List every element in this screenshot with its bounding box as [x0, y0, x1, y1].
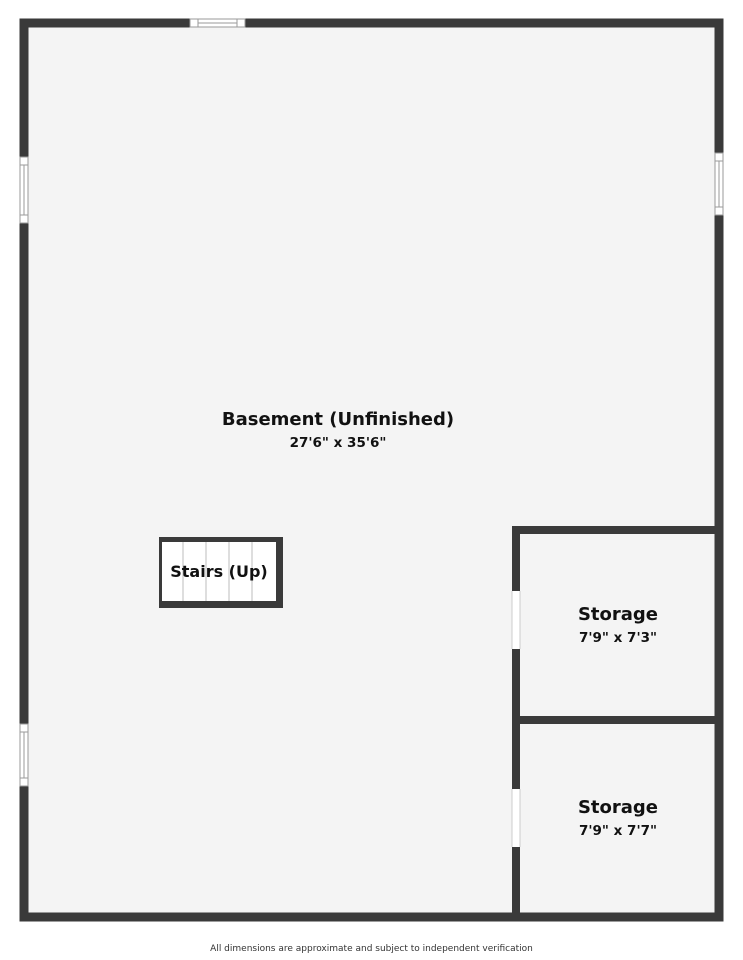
basement-room-dimensions: 27'6" x 35'6" — [290, 435, 387, 451]
storage-2-room-name: Storage — [578, 797, 658, 818]
outer-wall — [19, 18, 724, 922]
stairs: Stairs (Up) — [159, 537, 283, 608]
storage-1-room-name: Storage — [578, 604, 658, 625]
window-right — [714, 152, 724, 216]
dimensions-disclaimer: All dimensions are approximate and subje… — [210, 944, 533, 954]
storage-1-room-dimensions: 7'9" x 7'3" — [579, 630, 657, 646]
storage-2-room-dimensions: 7'9" x 7'7" — [579, 823, 657, 839]
window-top — [189, 18, 246, 28]
basement-room-name: Basement (Unfinished) — [222, 409, 454, 430]
storage-door-opening-1 — [512, 591, 520, 649]
floor-area — [24, 23, 719, 917]
window-left-upper — [19, 156, 29, 224]
stairs-label: Stairs (Up) — [170, 562, 268, 581]
storage-door-opening-2 — [512, 789, 520, 847]
window-left-lower — [19, 723, 29, 787]
